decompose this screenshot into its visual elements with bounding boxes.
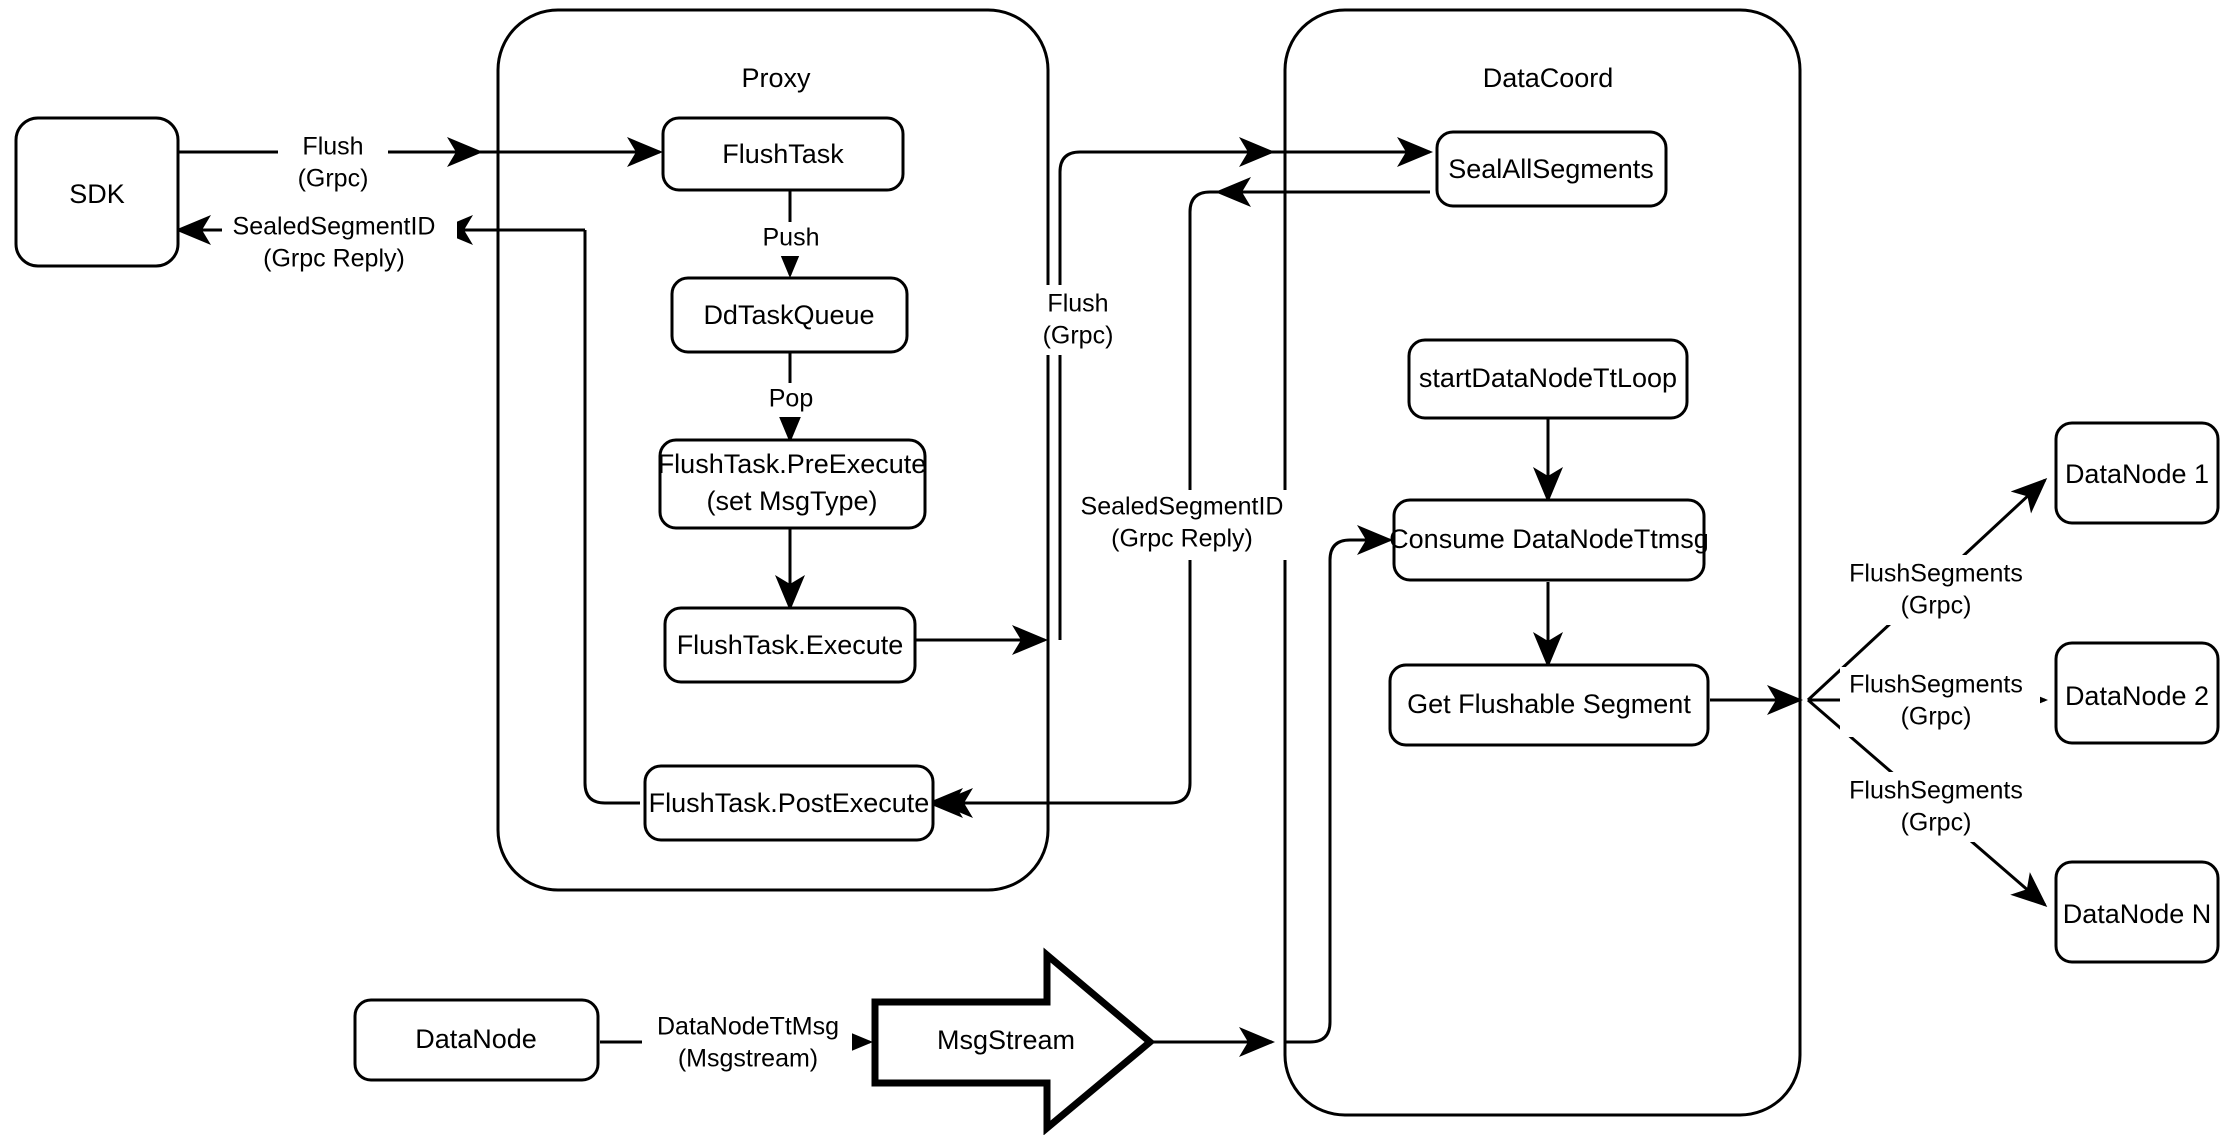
proxy-container-label: Proxy: [741, 63, 811, 93]
msgstream-arrow-shape[interactable]: [871, 947, 1156, 1135]
proxy-reply-label-line1: SealedSegmentID: [1081, 493, 1284, 521]
datanode-1-box[interactable]: [2054, 421, 2220, 525]
node-datanode-2[interactable]: DataNode 2: [2054, 641, 2220, 745]
node-msgstream[interactable]: MsgStream: [871, 947, 1156, 1135]
sealallsegments-label: SealAllSegments: [1448, 154, 1654, 184]
label-bg-flushsegments-n: [1840, 772, 2040, 842]
pop-label: Pop: [769, 385, 813, 413]
preexecute-label-line2: (set MsgType): [706, 486, 877, 516]
proxy-flush-label-line2: (Grpc): [1043, 322, 1114, 350]
consume-datanode-ttmsg-box[interactable]: [1392, 498, 1706, 582]
label-bg-datanode-ttmsg: [642, 1008, 852, 1078]
postexecute-label: FlushTask.PostExecute: [649, 788, 930, 818]
flushsegments-n-label-line1: FlushSegments: [1849, 777, 2023, 805]
execute-box[interactable]: [663, 606, 917, 684]
sdk-label: SDK: [69, 179, 125, 209]
label-bg-flushsegments-1: [1840, 555, 2040, 625]
label-flushsegments-1: FlushSegments (Grpc): [1840, 555, 2040, 625]
start-datanode-ttloop-box[interactable]: [1407, 338, 1689, 420]
flushsegments-1-label-line2: (Grpc): [1901, 592, 1972, 620]
label-sdk-reply: SealedSegmentID (Grpc Reply): [222, 206, 457, 273]
flushtask-box[interactable]: [661, 116, 905, 192]
get-flushable-segment-box[interactable]: [1388, 663, 1710, 747]
label-pop: Pop: [755, 383, 827, 417]
ddtaskqueue-label: DdTaskQueue: [703, 300, 874, 330]
datanode-ttmsg-label-line2: (Msgstream): [678, 1045, 818, 1073]
label-bg-proxy-reply: [1086, 490, 1291, 560]
node-preexecute[interactable]: FlushTask.PreExecute (set MsgType): [658, 438, 927, 530]
flushsegments-2-label-line1: FlushSegments: [1849, 671, 2023, 699]
sdk-reply-label-line2: (Grpc Reply): [263, 245, 405, 273]
node-flushtask[interactable]: FlushTask: [661, 116, 905, 192]
datanode-2-box[interactable]: [2054, 641, 2220, 745]
node-start-datanode-ttloop[interactable]: startDataNodeTtLoop: [1407, 338, 1689, 420]
preexecute-label-line1: FlushTask.PreExecute: [658, 449, 927, 479]
sealallsegments-box[interactable]: [1435, 130, 1668, 208]
label-flushsegments-n: FlushSegments (Grpc): [1840, 772, 2040, 842]
datanode-source-box[interactable]: [353, 998, 600, 1082]
get-flushable-segment-label: Get Flushable Segment: [1407, 689, 1691, 719]
node-sealallsegments[interactable]: SealAllSegments: [1435, 130, 1668, 208]
label-bg-push: [745, 222, 837, 256]
flushtask-label: FlushTask: [722, 139, 844, 169]
proxy-flush-label-line1: Flush: [1047, 290, 1108, 318]
node-execute[interactable]: FlushTask.Execute: [663, 606, 917, 684]
node-sdk[interactable]: SDK: [14, 116, 180, 268]
datanode-n-label: DataNode N: [2063, 899, 2212, 929]
node-datanode-n[interactable]: DataNode N: [2054, 860, 2220, 964]
preexecute-box[interactable]: [658, 438, 927, 530]
ddtaskqueue-box[interactable]: [670, 276, 909, 354]
node-get-flushable-segment[interactable]: Get Flushable Segment: [1388, 663, 1710, 747]
node-datanode-source[interactable]: DataNode: [353, 998, 600, 1082]
datanode-2-label: DataNode 2: [2065, 681, 2209, 711]
label-datanode-ttmsg: DataNodeTtMsg (Msgstream): [642, 1008, 852, 1078]
proxy-reply-label-line2: (Grpc Reply): [1111, 525, 1253, 553]
label-proxy-reply: SealedSegmentID (Grpc Reply): [1081, 490, 1291, 560]
node-consume-datanode-ttmsg[interactable]: Consume DataNodeTtmsg: [1389, 498, 1709, 582]
label-sdk-flush: Flush (Grpc): [278, 128, 388, 198]
node-ddtaskqueue[interactable]: DdTaskQueue: [670, 276, 909, 354]
sdk-reply-label-line1: SealedSegmentID: [233, 213, 436, 241]
datanode-source-label: DataNode: [415, 1024, 537, 1054]
node-postexecute[interactable]: FlushTask.PostExecute: [643, 764, 935, 842]
sdk-flush-label-line2: (Grpc): [298, 165, 369, 193]
label-bg-proxy-flush: [1022, 285, 1114, 355]
datanode-n-box[interactable]: [2054, 860, 2220, 964]
node-datanode-1[interactable]: DataNode 1: [2054, 421, 2220, 525]
flushsegments-n-label-line2: (Grpc): [1901, 809, 1972, 837]
push-label: Push: [763, 224, 820, 252]
edge-msgstream-to-consume: [1285, 525, 1393, 1044]
datacoord-container-label: DataCoord: [1483, 63, 1614, 93]
label-bg-sdk-flush: [278, 128, 388, 198]
flushsegments-2-label-line2: (Grpc): [1901, 703, 1972, 731]
label-push: Push: [745, 222, 837, 256]
datanode-ttmsg-label-line1: DataNodeTtMsg: [657, 1013, 839, 1041]
postexecute-box[interactable]: [643, 764, 935, 842]
sdk-box[interactable]: [14, 116, 180, 268]
label-proxy-flush: Flush (Grpc): [1022, 285, 1114, 355]
label-bg-flushsegments-2: [1840, 667, 2040, 737]
edge-postexecute-return-channel: [583, 230, 640, 805]
flushsegments-1-label-line1: FlushSegments: [1849, 560, 2023, 588]
label-bg-sdk-reply: [222, 206, 457, 272]
datanode-1-label: DataNode 1: [2065, 459, 2209, 489]
msgstream-label: MsgStream: [937, 1025, 1075, 1055]
sdk-flush-label-line1: Flush: [302, 133, 363, 161]
edge-flush-grpc-channel: [1058, 137, 1433, 640]
execute-label: FlushTask.Execute: [677, 630, 904, 660]
consume-datanode-ttmsg-label: Consume DataNodeTtmsg: [1389, 524, 1709, 554]
label-flushsegments-2: FlushSegments (Grpc): [1840, 667, 2040, 737]
start-datanode-ttloop-label: startDataNodeTtLoop: [1419, 363, 1677, 393]
label-bg-pop: [755, 383, 827, 417]
